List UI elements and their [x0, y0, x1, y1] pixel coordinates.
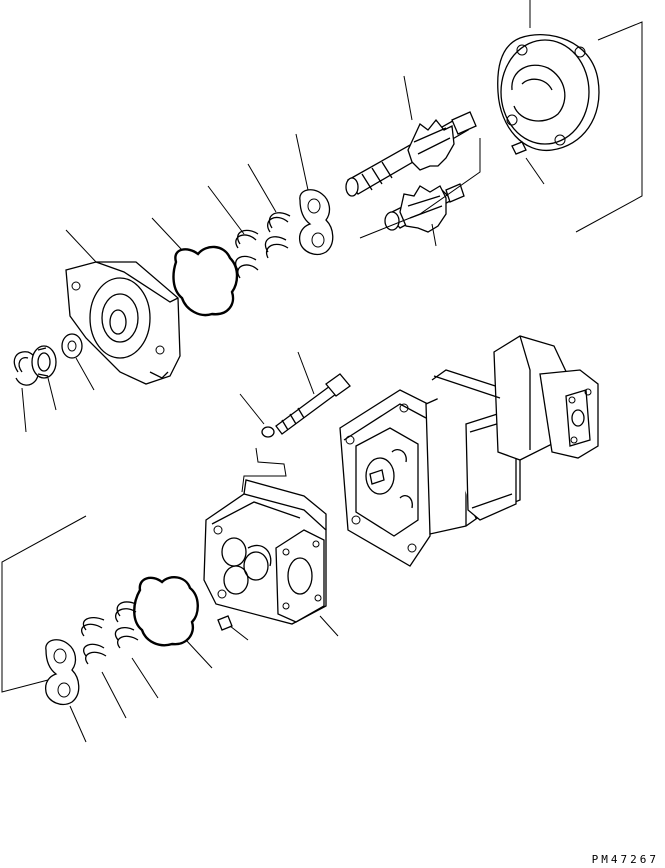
assembled-pump	[339, 335, 599, 567]
backup-rings-lower	[81, 601, 139, 665]
drawing-number: PM47267	[591, 853, 659, 866]
lower-gear-housing	[203, 479, 327, 625]
dowel-pin-lower	[217, 615, 233, 631]
backup-rings-upper	[235, 212, 291, 279]
rear-gear-housing	[497, 34, 600, 151]
leader-lines	[1, 0, 643, 743]
bolt-washer	[261, 426, 275, 438]
bolt	[275, 373, 351, 435]
o-ring-upper	[172, 245, 239, 317]
drive-shaft-gear	[345, 111, 477, 197]
driven-gear	[384, 183, 465, 233]
oil-seal	[31, 345, 57, 379]
dowel-pin-upper	[511, 141, 527, 155]
thrust-plate-lower	[44, 639, 80, 706]
washer	[61, 333, 83, 359]
front-cover	[65, 261, 181, 385]
thrust-plate-upper	[298, 189, 334, 256]
o-ring-lower	[133, 576, 199, 647]
